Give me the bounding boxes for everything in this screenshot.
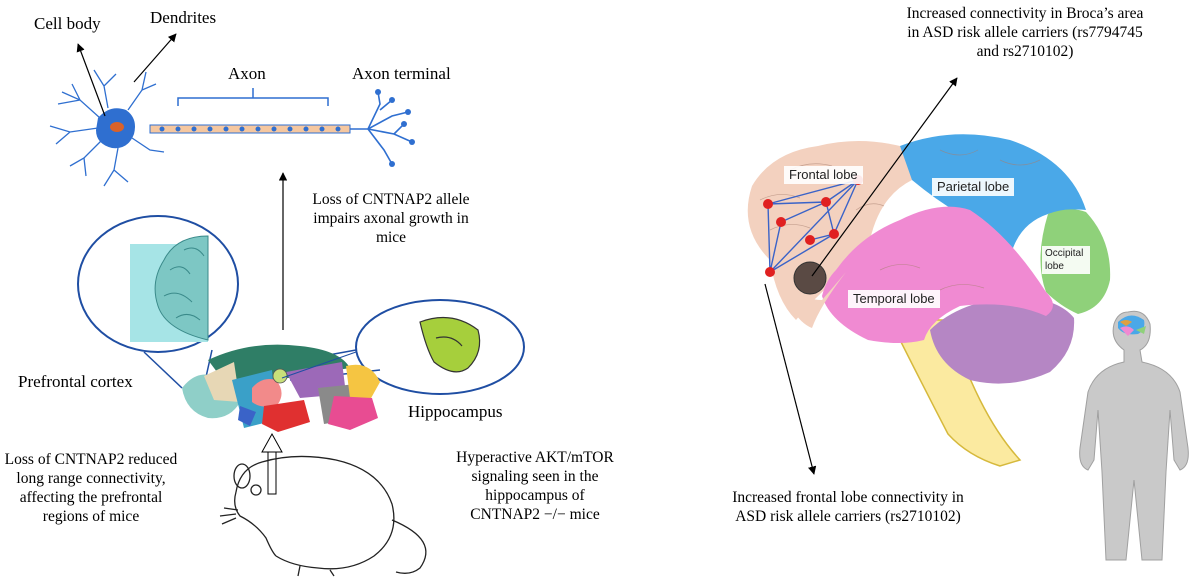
parietal-lobe (900, 134, 1086, 259)
prefrontal-callout-line (143, 351, 183, 389)
human-figure (1079, 310, 1189, 561)
mouse-illustration (219, 455, 427, 577)
frontal-arrow (764, 283, 817, 475)
mouse-to-brain-hollow-arrow (261, 432, 283, 495)
parietal-lobe-label: Parietal lobe (932, 178, 1015, 196)
prefrontal-note: Loss of CNTNAP2 reduced long range conne… (4, 451, 178, 525)
hippocampus-note: Hyperactive AKT/mTOR signaling seen in t… (456, 449, 614, 523)
frontal-connectivity-note: Increased frontal lobe connectivity in A… (732, 489, 964, 525)
temporal-lobe-label: Temporal lobe (848, 290, 940, 308)
neuron (49, 33, 415, 187)
prefrontal-cortex-label: Prefrontal cortex (18, 372, 133, 391)
frontal-lobe (747, 141, 913, 320)
dendrites-arrow (133, 33, 177, 83)
brocas-area (793, 261, 827, 295)
hippocampus-connector (281, 351, 357, 379)
gyri-lines (759, 149, 1041, 291)
brocas-arrow (811, 77, 958, 277)
nucleus (110, 122, 124, 132)
dendrites (49, 69, 165, 187)
prefrontal-callout (77, 215, 239, 353)
cell-body-label: Cell body (34, 14, 101, 33)
cerebellum (930, 296, 1075, 384)
brocas-area-note: Increased connectivity in Broca’s area i… (906, 5, 1144, 60)
axon-terminal-label: Axon terminal (352, 64, 451, 83)
axon-note: Loss of CNTNAP2 allele impairs axonal gr… (312, 191, 470, 246)
axon-terminal-buttons (375, 89, 415, 167)
dendrites-label: Dendrites (150, 8, 217, 27)
frontal-lower (770, 260, 846, 328)
axon-terminal-branches (350, 91, 413, 165)
hippocampus-label: Hippocampus (408, 402, 503, 421)
human-brain (747, 134, 1111, 467)
axon-bracket (177, 88, 329, 106)
axon-nodes (159, 126, 341, 132)
temporal-lobe (822, 206, 1053, 343)
frontal-lobe-label: Frontal lobe (784, 166, 863, 184)
mouse-brain-section (182, 344, 380, 432)
axon-label: Axon (228, 64, 266, 83)
cell-body-arrow (76, 43, 106, 117)
hippocampus-callout (355, 299, 525, 395)
occipital-lobe-label: Occipital lobe (1042, 246, 1090, 274)
